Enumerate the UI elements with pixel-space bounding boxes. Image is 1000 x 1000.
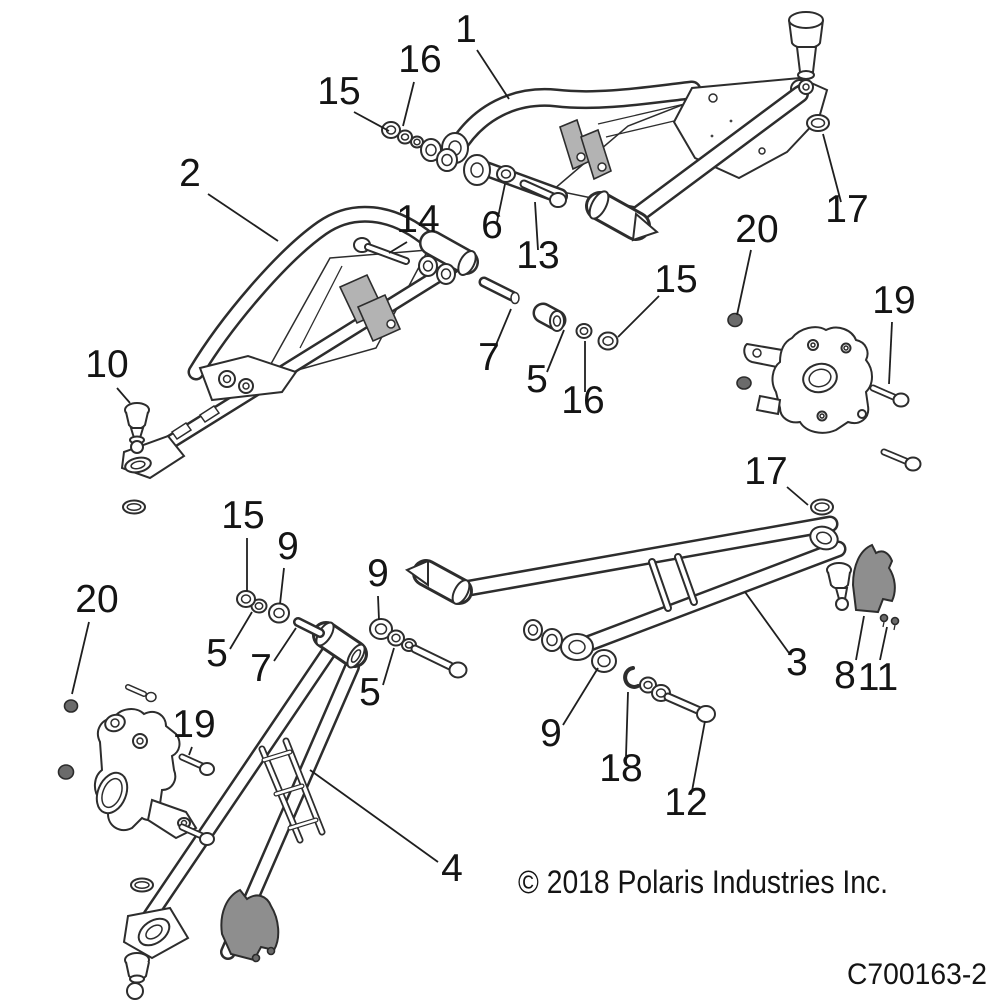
callout-6: 6 [481, 183, 506, 247]
nut-20-right [727, 312, 743, 328]
callout-label: 7 [250, 647, 272, 690]
callout-15-mid: 15 [617, 258, 698, 338]
callout-label: 9 [367, 552, 389, 595]
arm4-pivot-hardware-left [236, 590, 325, 638]
callout-9-bottom-left: 9 [277, 525, 299, 605]
callout-label: 13 [516, 234, 559, 277]
callout-16-top: 16 [398, 38, 442, 127]
callout-7-bottom-left: 7 [250, 627, 297, 690]
callout-label: 3 [786, 641, 808, 684]
callout-1: 1 [455, 8, 510, 100]
bolt-19-left-upper [178, 753, 215, 776]
arm2-shaft-hardware [532, 302, 619, 351]
rear-upper-control-arm [441, 76, 829, 242]
arm2-mount-tabs [338, 273, 402, 343]
guard-arm4-screws [251, 946, 276, 963]
callout-label: 12 [664, 781, 707, 824]
callout-label: 9 [277, 525, 299, 568]
callout-5-mid: 5 [526, 329, 565, 401]
callout-17-mid: 17 [744, 450, 809, 506]
callout-label: 11 [858, 656, 899, 699]
front-upper-control-arm [120, 205, 520, 480]
copyright-text: © 2018 Polaris Industries Inc. [518, 864, 888, 900]
callout-label: 10 [85, 343, 128, 386]
callout-17-top: 17 [822, 133, 869, 231]
steering-knuckle-left [94, 684, 198, 840]
oring-top-right [806, 114, 830, 132]
callout-label: 2 [179, 152, 201, 195]
callout-19-right: 19 [872, 279, 916, 385]
rear-lower-control-arm [404, 515, 847, 661]
callout-label: 18 [599, 747, 642, 790]
arm3-left-bushings [523, 619, 563, 652]
ball-joint-10 [124, 402, 150, 454]
guard-8 [851, 543, 896, 614]
callout-label: 15 [654, 258, 697, 301]
bolt-19-left-lower [178, 823, 215, 846]
callout-9-bottom-right: 9 [540, 667, 599, 755]
arm1-bushing-stack [381, 121, 458, 172]
callout-3: 3 [744, 591, 808, 684]
guard-screws-11 [879, 613, 900, 631]
callout-5-bottom-mid: 5 [359, 647, 395, 714]
bolt-19-right-upper [869, 384, 910, 408]
arm1-mount-tabs [559, 118, 612, 181]
callout-label: 17 [825, 188, 868, 231]
callout-2: 2 [179, 152, 279, 242]
callout-label: 19 [872, 279, 915, 322]
callout-label: 16 [398, 38, 441, 81]
part-number: C700163-2 [847, 958, 987, 991]
callout-label: 15 [221, 494, 264, 537]
callout-5-bottom-left: 5 [206, 611, 253, 675]
callout-10: 10 [85, 343, 131, 404]
callout-20-left: 20 [71, 578, 119, 695]
callout-15-bottom: 15 [221, 494, 265, 591]
oring-arm2 [122, 499, 146, 515]
ball-joint-top [788, 11, 824, 95]
steering-knuckle-right [736, 326, 873, 434]
arm3-pivot-hardware [591, 649, 716, 723]
callouts: 1 16 15 2 14 6 13 20 [71, 8, 916, 890]
arm4-pivot-hardware-right [369, 618, 468, 679]
callout-label: 8 [834, 654, 856, 697]
callout-label: 14 [396, 198, 439, 241]
callout-label: 20 [735, 208, 778, 251]
callout-label: 5 [206, 632, 228, 675]
callout-7-mid: 7 [478, 308, 512, 379]
callout-13: 13 [516, 201, 560, 277]
callout-16-mid: 16 [561, 341, 605, 422]
ball-joint-arm3 [826, 562, 852, 611]
callout-label: 17 [744, 450, 787, 493]
oring-arm4 [130, 877, 154, 893]
ball-joint-arm4 [124, 952, 150, 1000]
callout-14: 14 [388, 198, 440, 254]
callout-11: 11 [858, 626, 899, 699]
callout-9-bottom-mid: 9 [367, 552, 389, 621]
guard-arm4 [220, 888, 280, 962]
callout-19-left: 19 [172, 703, 216, 756]
nut-20-left [57, 699, 79, 780]
callout-4: 4 [309, 769, 463, 890]
callout-20-right: 20 [735, 208, 779, 316]
callout-label: 19 [172, 703, 215, 746]
oring-arm3 [810, 498, 834, 516]
callout-label: 4 [441, 847, 463, 890]
callout-18: 18 [599, 691, 643, 790]
arm1-pivot-bolt [496, 165, 567, 208]
callout-label: 1 [455, 8, 477, 51]
bolt-19-right-lower [880, 448, 922, 472]
callout-label: 20 [75, 578, 118, 621]
callout-label: 7 [478, 336, 500, 379]
callout-15-top: 15 [317, 70, 390, 132]
callout-8: 8 [834, 615, 865, 697]
callout-label: 5 [359, 671, 381, 714]
callout-label: 16 [561, 379, 604, 422]
callout-label: 9 [540, 712, 562, 755]
arm2-pivot-bolt [353, 237, 456, 285]
callout-label: 15 [317, 70, 360, 113]
callout-label: 6 [481, 204, 503, 247]
callout-label: 5 [526, 358, 548, 401]
callout-12: 12 [664, 720, 708, 824]
